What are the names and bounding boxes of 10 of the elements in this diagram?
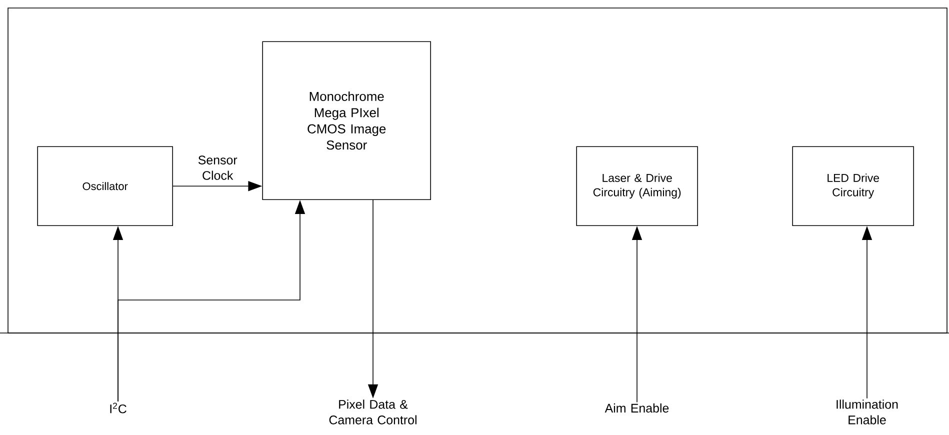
edge-label: Sensor Clock (198, 156, 238, 180)
process-box: LED Drive Circuitry (792, 146, 914, 226)
signal-label: Aim Enable (604, 403, 669, 413)
signal-label: I$^{2}$C (110, 402, 126, 414)
enclosure-box (8, 8, 948, 334)
process-box: Monochrome Mega PIxel CMOS Image Sensor (262, 41, 431, 200)
process-box: Oscillator (37, 146, 173, 226)
process-box: Laser & Drive Circuitry (Aiming) (576, 146, 698, 226)
signal-label: Illumination Enable (836, 400, 898, 424)
signal-label: Pixel Data & Camera Control (329, 400, 416, 424)
